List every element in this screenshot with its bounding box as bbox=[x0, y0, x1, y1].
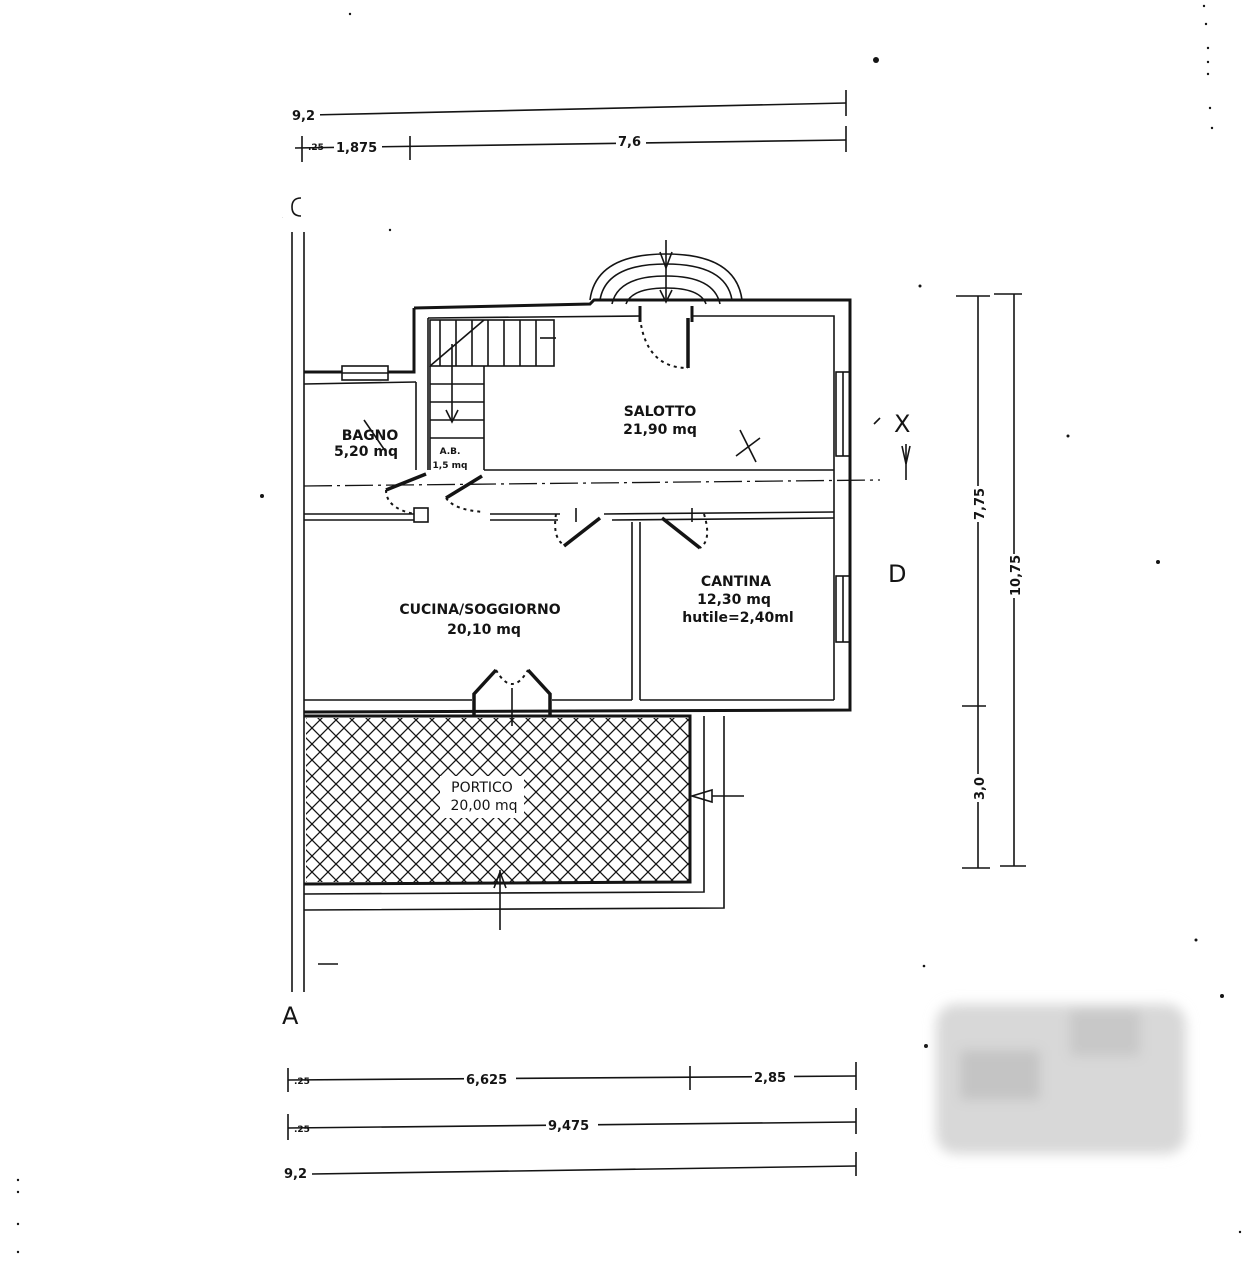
left-reference-lines bbox=[291, 197, 338, 992]
dim-bottom-b: 2,85 bbox=[754, 1071, 786, 1086]
interior-walls bbox=[304, 382, 835, 701]
cucina-area: 20,10 mq bbox=[447, 622, 521, 638]
ab-name: A.B. bbox=[440, 447, 461, 457]
room-salotto: SALOTTO 21,90 mq bbox=[623, 404, 697, 438]
salotto-name: SALOTTO bbox=[624, 404, 697, 420]
section-label-d: D bbox=[888, 560, 906, 588]
cantina-note: hutile=2,40ml bbox=[682, 610, 793, 626]
cucina-name: CUCINA/SOGGIORNO bbox=[399, 602, 560, 618]
outer-walls bbox=[303, 298, 852, 714]
east-windows bbox=[835, 371, 851, 643]
bagno-window bbox=[341, 365, 389, 381]
salotto-area: 21,90 mq bbox=[623, 422, 697, 438]
dim-bottom-wall-2: .25 bbox=[294, 1125, 310, 1135]
dim-bottom-c: 9,475 bbox=[548, 1119, 589, 1134]
bottom-dimensions: 6,625 2,85 9,475 9,2 .25 .25 bbox=[284, 1062, 857, 1182]
section-label-a: A bbox=[282, 1002, 299, 1030]
room-bagno: BAGNO 5,20 mq bbox=[334, 428, 398, 460]
portico-name: PORTICO bbox=[451, 780, 513, 796]
dim-top-wall: .25 bbox=[308, 143, 324, 153]
right-dimensions: 7,75 3,0 10,75 bbox=[956, 293, 1026, 869]
bagno-cross-mark bbox=[363, 419, 387, 453]
section-line-x bbox=[303, 417, 911, 487]
room-ab: A.B. 1,5 mq bbox=[433, 447, 468, 471]
dim-top-b: 7,6 bbox=[618, 135, 641, 150]
section-label-c: C bbox=[282, 217, 283, 219]
dim-bottom-total: 9,2 bbox=[284, 1167, 307, 1182]
portico bbox=[303, 714, 744, 930]
scan-specks bbox=[16, 4, 1242, 1254]
cantina-area: 12,30 mq bbox=[697, 592, 771, 608]
portico-area: 20,00 mq bbox=[450, 798, 517, 814]
top-dimensions: 9,2 1,875 7,6 .25 bbox=[292, 90, 847, 162]
salotto-cross-mark bbox=[735, 429, 761, 463]
dim-top-a: 1,875 bbox=[336, 141, 377, 156]
bagno-name: BAGNO bbox=[342, 428, 399, 444]
dim-right-a: 7,75 bbox=[973, 488, 988, 520]
room-cucina-soggiorno: CUCINA/SOGGIORNO 20,10 mq bbox=[399, 602, 560, 638]
room-portico: PORTICO 20,00 mq bbox=[450, 780, 517, 814]
dim-bottom-wall-1: .25 bbox=[294, 1077, 310, 1087]
ab-area: 1,5 mq bbox=[433, 461, 468, 471]
interior-doors bbox=[385, 472, 709, 726]
blurred-stamp bbox=[936, 1004, 1186, 1154]
dim-right-b: 3,0 bbox=[973, 777, 988, 800]
bagno-area: 5,20 mq bbox=[334, 444, 398, 460]
room-cantina: CANTINA 12,30 mq hutile=2,40ml bbox=[682, 574, 793, 626]
section-label-x: X bbox=[894, 410, 910, 438]
dim-top-total: 9,2 bbox=[292, 109, 315, 124]
north-entrance-bay bbox=[589, 240, 743, 305]
cantina-name: CANTINA bbox=[701, 574, 771, 590]
dim-bottom-a: 6,625 bbox=[466, 1073, 507, 1088]
dim-right-total: 10,75 bbox=[1009, 555, 1024, 596]
staircase bbox=[429, 319, 556, 470]
salotto-entrance-door bbox=[638, 306, 694, 369]
